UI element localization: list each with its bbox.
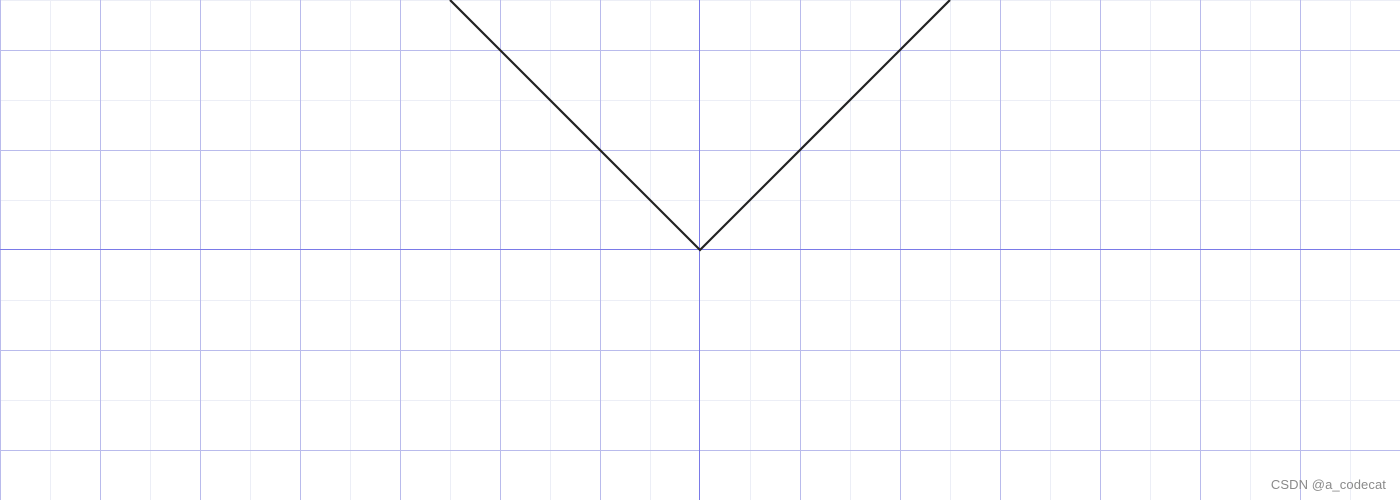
watermark-text: CSDN @a_codecat [1270,477,1386,492]
series-line-0 [449,0,951,252]
series-layer [449,0,951,252]
